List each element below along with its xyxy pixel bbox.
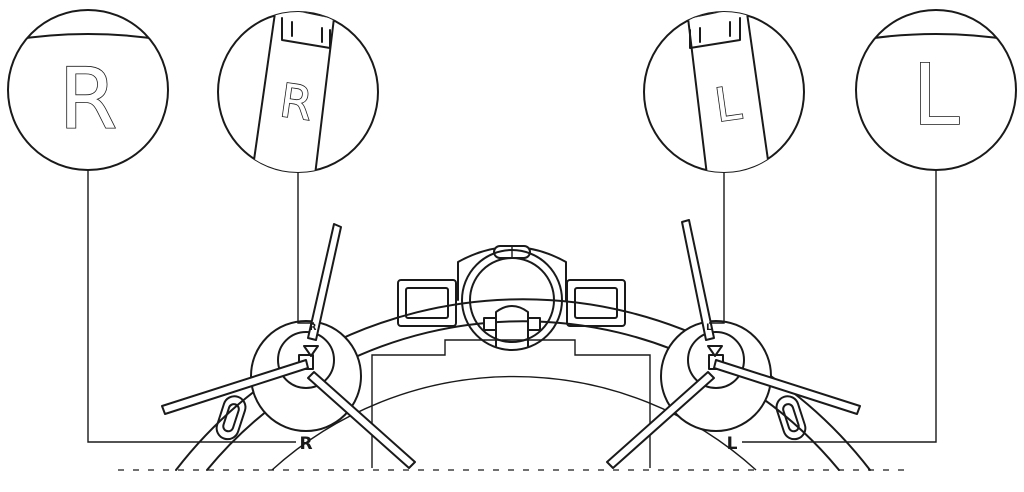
zoom-letter-left: L [913, 46, 960, 144]
cliff-sensor-right [398, 280, 456, 326]
wheel-slot-left [774, 393, 809, 442]
wheel-slot-right [214, 393, 249, 442]
zoom-callout-right-brush: R [218, 6, 378, 200]
leader-lines [88, 170, 936, 442]
front-caster-wheel [462, 250, 562, 350]
robot-vacuum-underside [176, 246, 870, 470]
label-right: R [299, 434, 312, 454]
zoom-letter-right: R [59, 50, 117, 148]
label-left: L [727, 434, 738, 454]
brush-mark-left: L [706, 323, 712, 333]
side-brush-right: R [162, 224, 415, 468]
side-brush-left: L [607, 220, 860, 468]
zoom-brush-letter-right: R [277, 73, 316, 131]
cliff-sensor-left [567, 280, 625, 326]
zoom-callout-left-letter: L [848, 10, 1024, 170]
brush-mark-right: R [310, 323, 317, 333]
zoom-callout-left-brush: L [644, 6, 804, 200]
zoom-callout-right-letter: R [0, 10, 176, 170]
